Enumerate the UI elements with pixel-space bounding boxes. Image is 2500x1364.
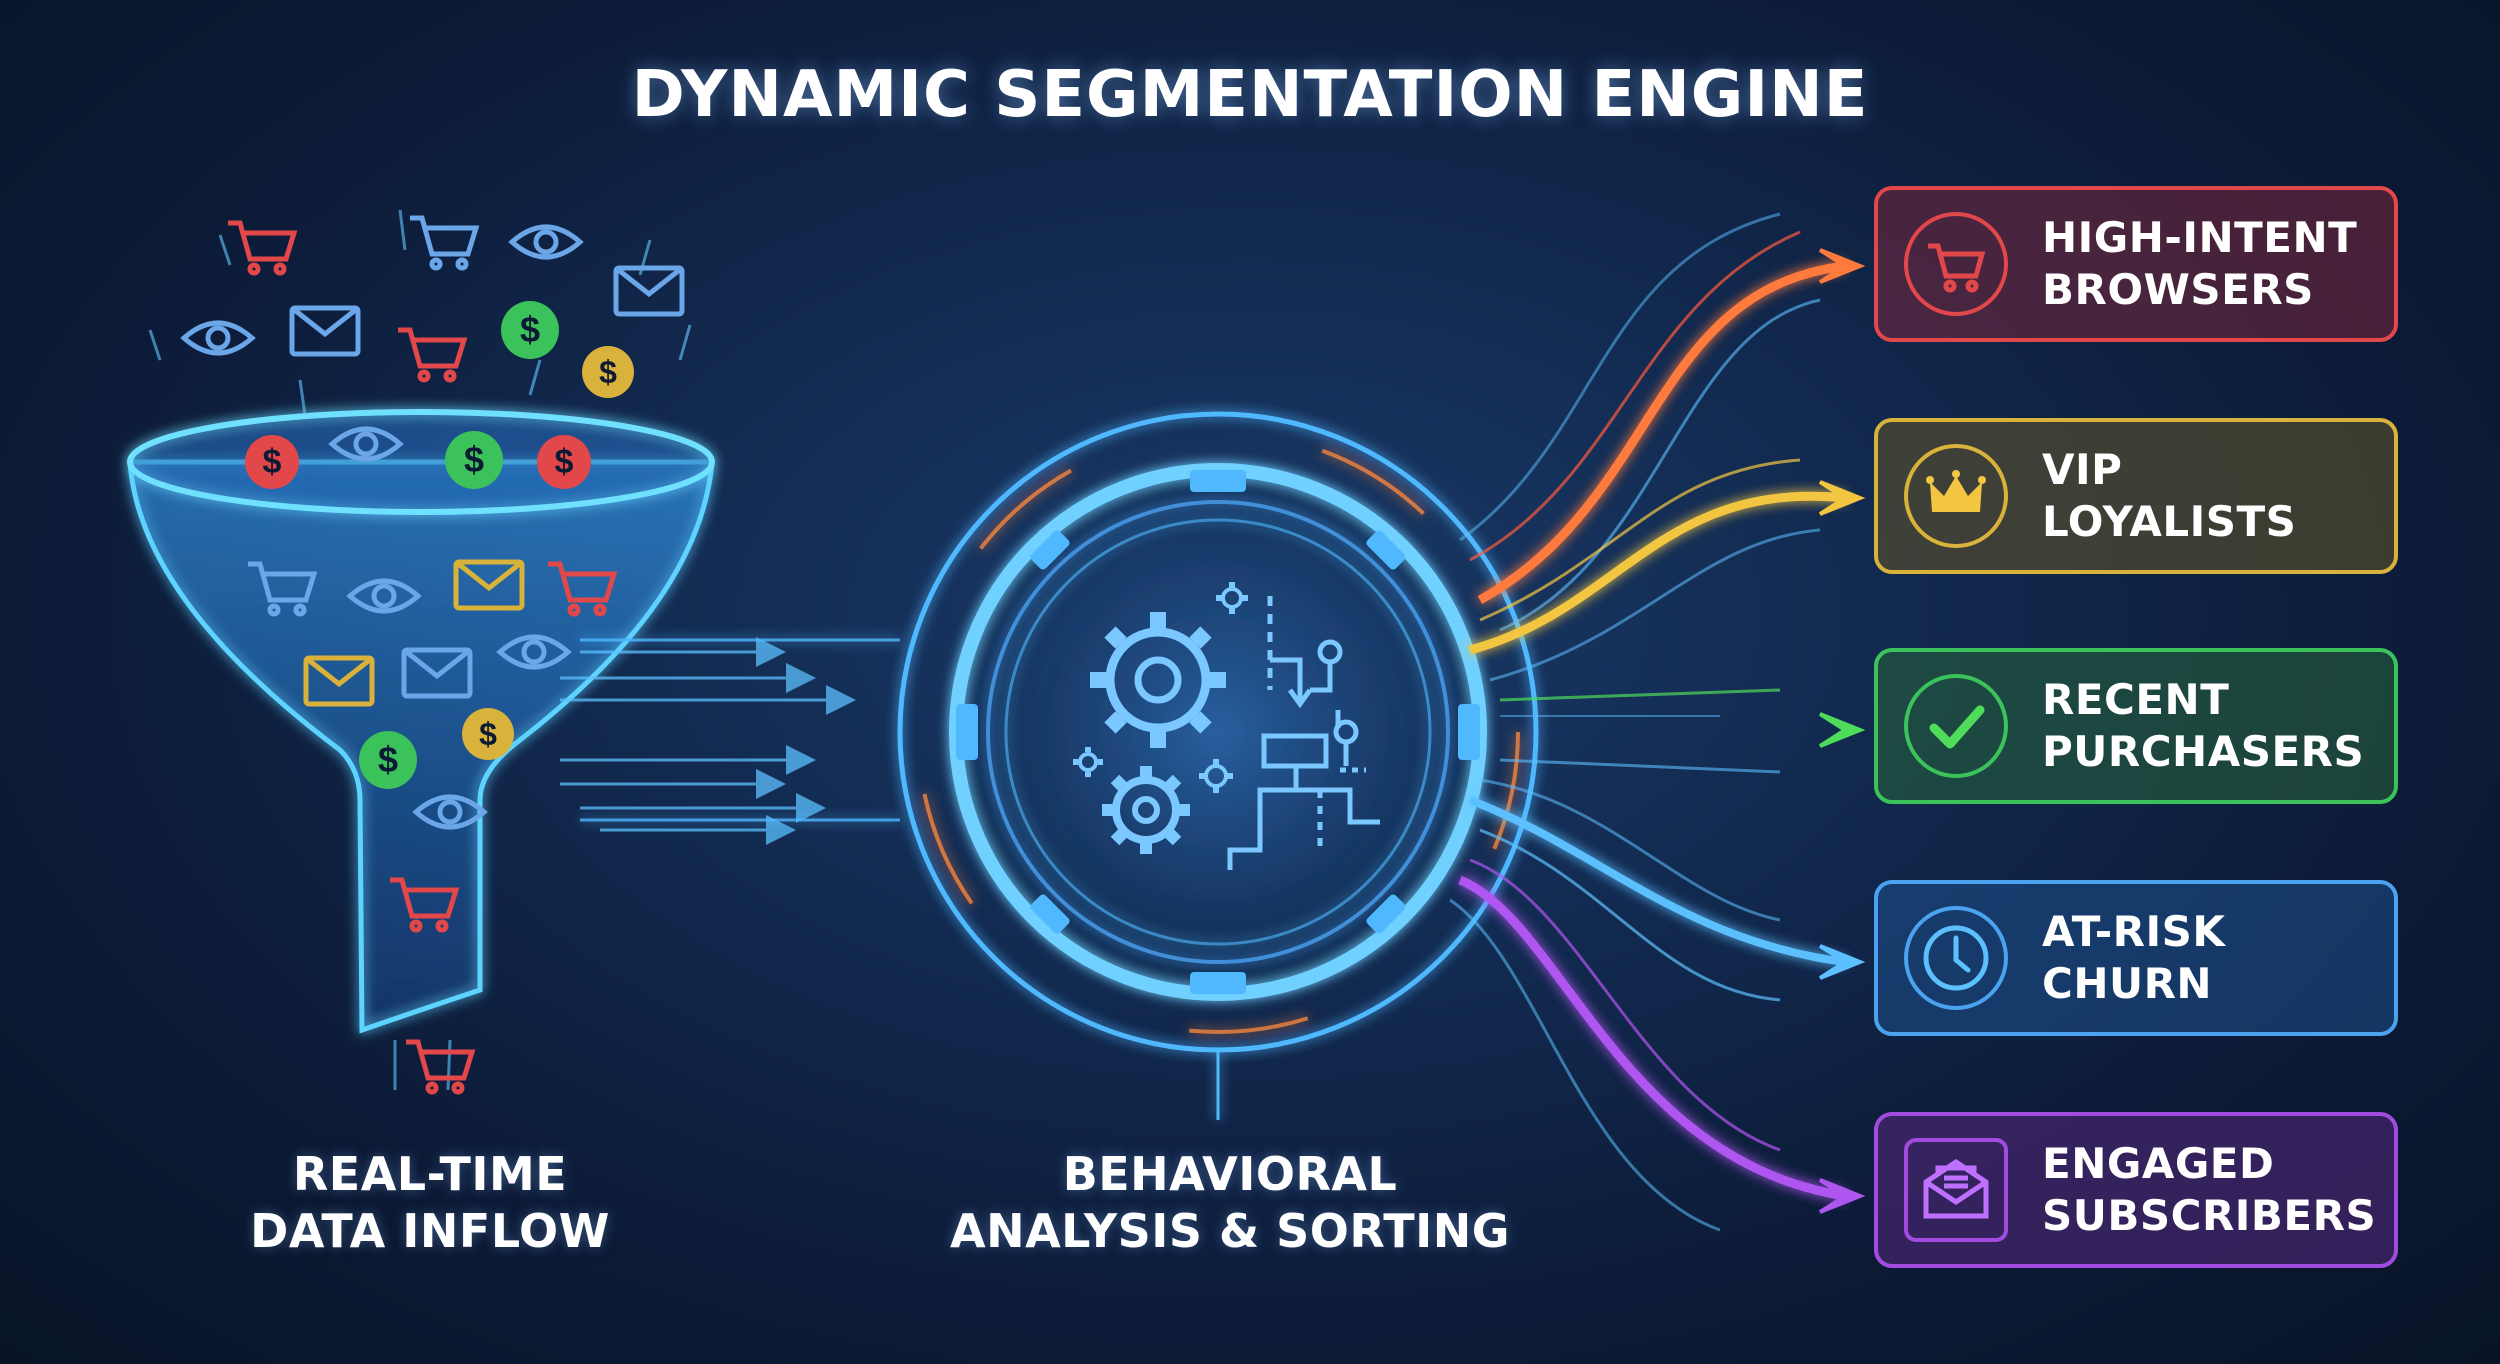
- shopping-cart-icon: [398, 327, 468, 383]
- funnel: [127, 409, 715, 1034]
- segment-card-high-intent-browsers: HIGH-INTENT BROWSERS: [1874, 186, 2398, 342]
- engine-gear-ring: [956, 470, 1480, 994]
- svg-text:$: $: [599, 354, 617, 390]
- shopping-cart-icon: [548, 561, 618, 617]
- segment-label-line1: VIP: [2042, 445, 2123, 494]
- segment-label-line1: RECENT: [2042, 675, 2230, 724]
- dollar-icon: $: [245, 435, 299, 489]
- dollar-icon: $: [359, 731, 417, 789]
- page-title: DYNAMIC SEGMENTATION ENGINE: [631, 58, 1869, 132]
- segment-label-line1: ENGAGED: [2042, 1139, 2275, 1188]
- eye-icon: [346, 578, 422, 614]
- email-icon: [289, 305, 361, 357]
- analysis-caption-line1: BEHAVIORAL: [1062, 1147, 1398, 1201]
- segment-label: ENGAGED SUBSCRIBERS: [2042, 1138, 2376, 1242]
- segment-label: HIGH-INTENT BROWSERS: [2042, 212, 2357, 316]
- crown-icon: [1904, 444, 2008, 548]
- dollar-icon: $: [501, 301, 559, 359]
- eye-icon: [508, 224, 584, 260]
- svg-text:$: $: [555, 443, 574, 481]
- gear-icon: [1216, 582, 1248, 614]
- svg-text:$: $: [479, 716, 497, 752]
- eye-icon: [180, 320, 256, 356]
- segment-label-line2: LOYALISTS: [2042, 497, 2297, 546]
- flowchart-icon: [1227, 596, 1380, 870]
- segment-label: VIP LOYALISTS: [2042, 444, 2296, 548]
- eye-icon: [328, 426, 404, 462]
- segment-label-line2: BROWSERS: [2042, 265, 2314, 314]
- gear-icon: [1073, 747, 1103, 777]
- shopping-cart-icon: [406, 1039, 476, 1095]
- checkmark-icon: [1904, 674, 2008, 778]
- segment-label: RECENT PURCHASERS: [2042, 674, 2364, 778]
- shopping-cart-icon: [390, 877, 460, 933]
- gear-icon: [1102, 766, 1190, 854]
- segment-label: AT-RISK CHURN: [2042, 906, 2225, 1010]
- shopping-cart-icon: [248, 561, 318, 617]
- shopping-cart-icon: [1904, 212, 2008, 316]
- shopping-cart-icon: [228, 220, 298, 276]
- eye-icon: [496, 634, 572, 670]
- segment-card-vip-loyalists: VIP LOYALISTS: [1874, 418, 2398, 574]
- svg-text:$: $: [263, 443, 282, 481]
- svg-text:$: $: [464, 439, 484, 480]
- segment-card-recent-purchasers: RECENT PURCHASERS: [1874, 648, 2398, 804]
- email-icon: [453, 559, 525, 611]
- output-streams: [1449, 212, 1866, 1232]
- envelope-icon: [1904, 1138, 2008, 1242]
- analysis-caption: BEHAVIORAL ANALYSIS & SORTING: [870, 1146, 1590, 1260]
- segment-label-line1: HIGH-INTENT: [2042, 213, 2358, 262]
- segment-label-line2: SUBSCRIBERS: [2042, 1191, 2377, 1240]
- email-icon: [303, 655, 375, 707]
- segment-label-line2: CHURN: [2042, 959, 2213, 1008]
- dollar-icon: $: [582, 346, 634, 398]
- inflow-arrows: [560, 637, 856, 845]
- inflow-caption-line1: REAL-TIME: [292, 1147, 568, 1201]
- svg-text:$: $: [378, 739, 398, 780]
- inflow-caption-line2: DATA INFLOW: [250, 1204, 610, 1258]
- segment-card-engaged-subscribers: ENGAGED SUBSCRIBERS: [1874, 1112, 2398, 1268]
- inflow-streaks: [148, 209, 692, 1091]
- eye-icon: [412, 794, 488, 830]
- svg-text:$: $: [520, 309, 540, 350]
- gear-icon: [1199, 759, 1233, 793]
- dollar-icon: $: [445, 431, 503, 489]
- email-icon: [401, 647, 473, 699]
- shopping-cart-icon: [410, 215, 480, 271]
- analysis-caption-line2: ANALYSIS & SORTING: [949, 1204, 1510, 1258]
- email-icon: [613, 265, 685, 317]
- inflow-caption: REAL-TIME DATA INFLOW: [130, 1146, 730, 1260]
- gear-icon: [1090, 612, 1226, 748]
- dollar-icon: $: [537, 435, 591, 489]
- dollar-icon: $: [462, 708, 514, 760]
- analysis-engine: [580, 411, 1539, 1120]
- segment-label-line1: AT-RISK: [2042, 907, 2226, 956]
- segment-card-at-risk-churn: AT-RISK CHURN: [1874, 880, 2398, 1036]
- clock-icon: [1904, 906, 2008, 1010]
- segment-label-line2: PURCHASERS: [2042, 727, 2365, 776]
